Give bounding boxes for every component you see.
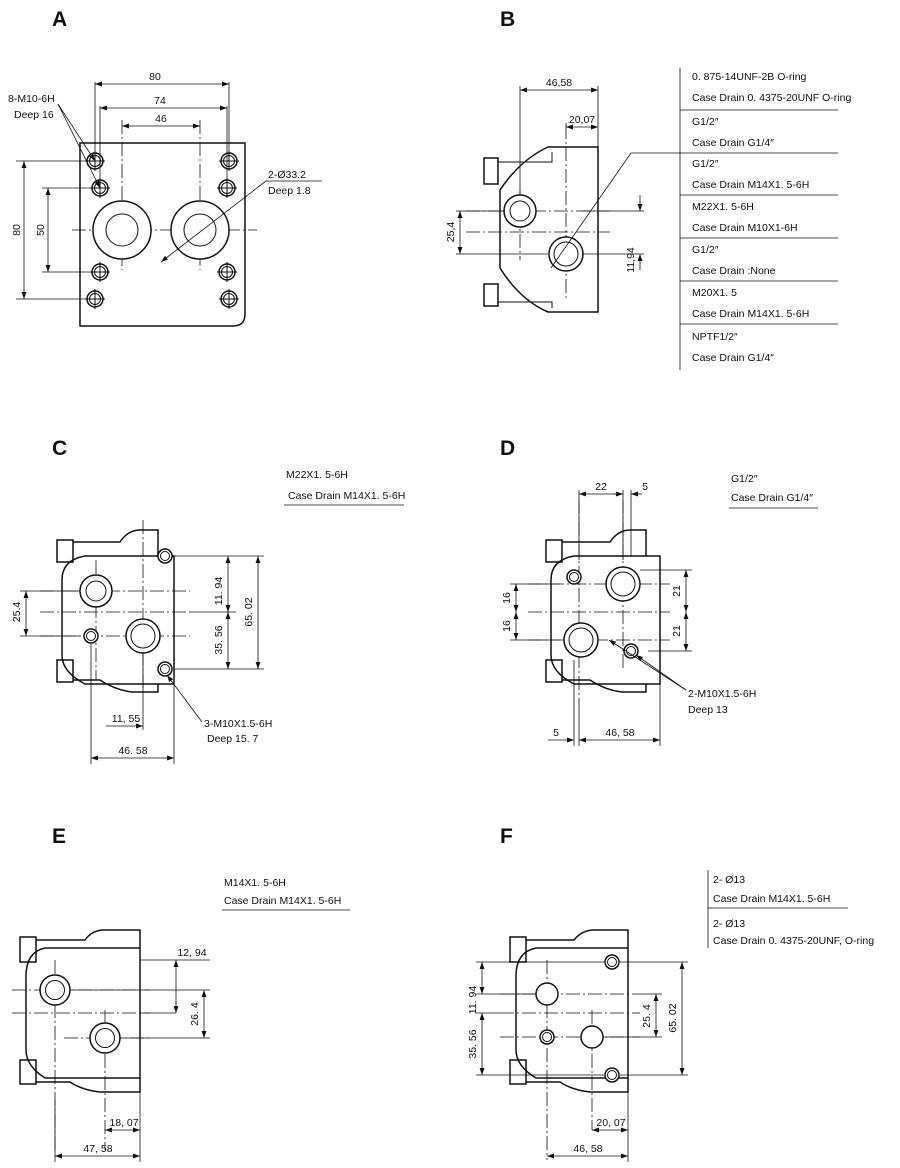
dim-d-5-top: 5	[642, 481, 648, 493]
port-e-lower	[89, 1022, 121, 1054]
b-option-3-drain: Case Drain M14X1. 5-6H	[692, 179, 809, 191]
panel-b-housing-outline	[499, 146, 599, 313]
callout-d-drain: Case Drain G1/4″	[731, 492, 813, 504]
dim-a-74w: 74	[154, 95, 166, 107]
b-option-5-main: G1/2″	[692, 244, 719, 256]
callout-d-main: G1/2″	[731, 473, 758, 485]
dim-b-2007: 20,07	[569, 114, 595, 126]
dim-d-16b: 16	[501, 620, 513, 632]
dim-d-21a: 21	[671, 585, 683, 597]
dim-c-1194: 11. 94	[213, 577, 225, 606]
panel-f-label: F	[500, 825, 513, 848]
callout-a-thread-depth: Deep 16	[14, 109, 54, 121]
panel-b: B 46,58 20,07 25,4 11,94 0. 875-14UNF-2B…	[445, 8, 851, 370]
dim-c-254: 25.4	[11, 602, 23, 623]
b-option-6-drain: Case Drain M14X1. 5-6H	[692, 308, 809, 320]
panel-a-label: A	[52, 8, 67, 31]
b-option-6-main: M20X1. 5	[692, 287, 737, 299]
b-option-5-drain: Case Drain :None	[692, 265, 776, 277]
panel-e-label: E	[52, 825, 66, 848]
dim-c-4658: 46. 58	[118, 745, 147, 757]
b-option-3-main: G1/2″	[692, 158, 719, 170]
port-bore-right	[170, 200, 230, 260]
callout-d-thread-depth: Deep 13	[688, 704, 728, 716]
callout-c-thread: 3-M10X1.5-6H	[204, 718, 272, 730]
callout-d-thread: 2-M10X1.5-6H	[688, 688, 756, 700]
panel-b-label: B	[500, 8, 515, 31]
dim-c-6502: 65. 02	[243, 597, 255, 626]
dim-b-254: 25,4	[445, 222, 457, 243]
dim-f-6502: 65. 02	[667, 1003, 679, 1032]
callout-c-drain: Case Drain M14X1. 5-6H	[288, 490, 405, 502]
callout-e-main: M14X1. 5-6H	[224, 877, 286, 889]
dim-d-21b: 21	[671, 625, 683, 637]
panel-f-options-table: 2- Ø13 Case Drain M14X1. 5-6H 2- Ø13 Cas…	[707, 870, 874, 948]
dim-f-1194: 11. 94	[467, 986, 479, 1015]
port-c-upper	[79, 574, 113, 608]
b-option-2-drain: Case Drain G1/4″	[692, 137, 774, 149]
panel-c-housing-outline	[61, 555, 175, 685]
panel-d: D 22 5 16 16 21 21 5 46, 58 G1/2″	[500, 437, 818, 746]
panel-b-dimensions	[456, 86, 644, 270]
callout-c-main: M22X1. 5-6H	[286, 469, 348, 481]
dim-d-4658: 46, 58	[605, 727, 634, 739]
f-option-1-drain: Case Drain M14X1. 5-6H	[713, 893, 830, 905]
f-option-2-drain: Case Drain 0. 4375-20UNF, O-ring	[713, 935, 874, 947]
b-option-7-drain: Case Drain G1/4″	[692, 352, 774, 364]
b-option-4-drain: Case Drain M10X1-6H	[692, 222, 798, 234]
dim-f-3556: 35. 56	[467, 1029, 479, 1058]
callout-a-bore: 2-Ø33.2	[268, 169, 306, 181]
port-f-upper	[535, 982, 559, 1006]
panel-b-options-table: 0. 875-14UNF-2B O-ring Case Drain 0. 437…	[679, 68, 851, 370]
dim-c-1155: 11, 55	[112, 713, 141, 725]
b-option-1-main: 0. 875-14UNF-2B O-ring	[692, 71, 807, 83]
dim-c-3556: 35. 56	[213, 625, 225, 654]
dim-a-80w: 80	[149, 71, 161, 83]
port-e-upper	[39, 974, 71, 1006]
dim-f-4658: 46, 58	[573, 1143, 602, 1155]
panel-c-dimensions	[20, 555, 264, 764]
panel-f: F 11. 94 35. 56 25. 4 65. 02 20, 07 46, …	[467, 825, 874, 1162]
panel-a-flange-outline	[79, 142, 246, 327]
dim-f-254: 25. 4	[641, 1004, 653, 1028]
port-bore-left	[92, 200, 152, 260]
dim-a-50h: 50	[35, 224, 47, 236]
port-f-lower	[580, 1025, 604, 1049]
b-option-1-drain: Case Drain 0. 4375-20UNF O-ring	[692, 92, 851, 104]
callout-c-thread-depth: Deep 15. 7	[207, 733, 259, 745]
b-option-7-main: NPTF1/2″	[692, 331, 738, 343]
panel-d-dimensions	[510, 490, 692, 746]
dim-f-2007: 20, 07	[596, 1117, 625, 1129]
panel-a-dimensions	[16, 81, 230, 300]
panel-e-housing-outline	[25, 947, 141, 1079]
dim-d-16a: 16	[501, 592, 513, 604]
dim-e-1294: 12, 94	[177, 947, 206, 959]
panel-f-dimensions	[476, 961, 688, 1162]
b-option-4-main: M22X1. 5-6H	[692, 201, 754, 213]
dim-e-264: 26. 4	[189, 1002, 201, 1026]
panel-e: E 12, 94 26. 4 18, 07 47, 58 M14X1. 5-6H…	[12, 825, 350, 1162]
panel-a: A 80 74 46 80 50 8-M10-6H	[8, 8, 322, 327]
dim-b-4658: 46,58	[546, 77, 572, 89]
port-b-upper	[503, 194, 537, 228]
callout-a-bore-depth: Deep 1.8	[268, 185, 311, 197]
dim-b-1194: 11,94	[625, 247, 637, 273]
dim-d-5-bottom: 5	[553, 727, 559, 739]
callout-e-drain: Case Drain M14X1. 5-6H	[224, 895, 341, 907]
dim-e-1807: 18, 07	[109, 1117, 138, 1129]
dim-a-46w: 46	[155, 113, 167, 125]
dim-a-80h: 80	[11, 224, 23, 236]
panel-c-label: C	[52, 437, 67, 460]
dim-e-4758: 47, 58	[83, 1143, 112, 1155]
panel-c: C 25.4 11. 94 35. 56 65. 02 11, 55 46. 5…	[11, 437, 405, 764]
b-option-2-main: G1/2″	[692, 116, 719, 128]
panel-e-dimensions	[54, 959, 210, 1162]
f-option-1-main: 2- Ø13	[713, 874, 745, 886]
panel-d-label: D	[500, 437, 515, 460]
callout-a-thread: 8-M10-6H	[8, 93, 55, 105]
panel-f-housing-outline	[515, 947, 629, 1079]
f-option-2-main: 2- Ø13	[713, 918, 745, 930]
dim-d-22: 22	[595, 481, 607, 493]
